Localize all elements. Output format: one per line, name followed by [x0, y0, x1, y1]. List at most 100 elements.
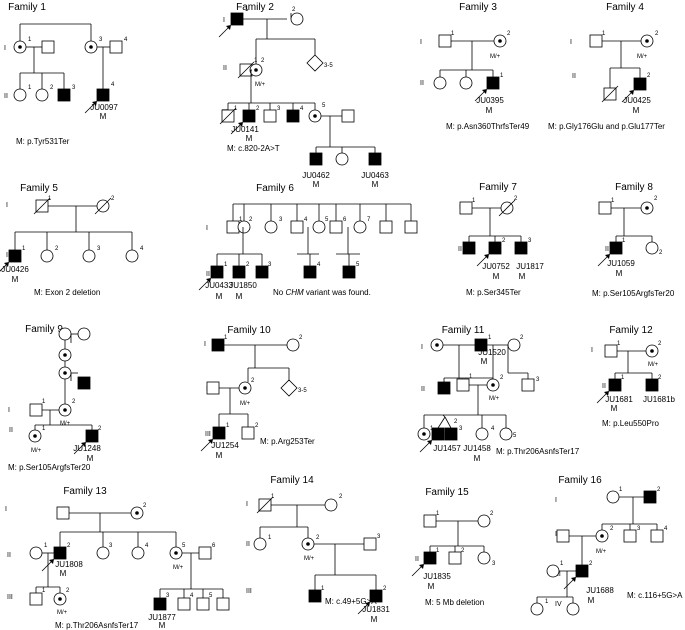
generation-label: II	[4, 93, 8, 100]
generation-label: I	[246, 501, 248, 508]
carrier-label: M/+	[60, 421, 71, 427]
carrier-dot	[18, 45, 22, 49]
affected-male	[575, 564, 589, 578]
carrier-dot	[89, 45, 93, 49]
carrier-label: M/+	[489, 396, 500, 402]
member-number: 2	[610, 526, 614, 532]
member-number: 3	[279, 217, 283, 223]
member-number: 2	[143, 503, 147, 509]
affected-male	[303, 265, 317, 279]
affected-male	[96, 88, 110, 102]
patient-id: JU1831	[362, 605, 390, 614]
generation-label: II	[458, 246, 462, 253]
unaffected-female	[13, 88, 27, 102]
affected-male	[212, 426, 226, 440]
patient-id: M	[588, 596, 595, 605]
pedigree-line	[474, 90, 486, 102]
member-number: 5	[209, 593, 213, 599]
family-title: Family 3	[459, 2, 497, 13]
note-part: variant was found.	[304, 288, 371, 297]
member-number: 1	[602, 31, 606, 37]
unaffected-male	[196, 597, 210, 611]
member-number: 4	[491, 426, 495, 432]
generation-label: II	[206, 271, 210, 278]
member-number: 6	[212, 543, 216, 549]
unaffected-male	[226, 220, 240, 234]
member-number: 1	[611, 198, 615, 204]
carrier-label: M/+	[255, 82, 266, 88]
patient-id: JU1817	[516, 262, 544, 271]
mutation-label: M: c.116+5G>A	[627, 591, 683, 600]
patient-id: M	[246, 134, 253, 143]
member-number: 2	[658, 341, 662, 347]
unaffected-male	[556, 529, 570, 543]
carrier-dot	[650, 349, 654, 353]
patient-id: M	[236, 292, 243, 301]
unaffected-male	[206, 381, 220, 395]
unaffected-female	[324, 498, 338, 512]
carrier-dot	[645, 39, 649, 43]
member-number: 1	[472, 198, 476, 204]
patient-id: JU0097	[90, 103, 118, 112]
affected-male	[286, 109, 300, 123]
proband-arrowhead	[365, 602, 370, 607]
unaffected-male	[29, 592, 43, 606]
member-number: 1	[560, 561, 564, 567]
member-number: 3	[536, 377, 540, 383]
affected-male	[633, 77, 647, 91]
member-number: 4	[190, 593, 194, 599]
member-number: 2	[520, 335, 524, 341]
generation-label: II	[7, 552, 11, 559]
affected-male	[8, 249, 22, 263]
patient-id: M	[486, 106, 493, 115]
patient-id: JU1248	[73, 444, 101, 453]
unaffected-female	[477, 551, 491, 565]
carrier-label: M/+	[648, 362, 659, 368]
affected-male	[232, 265, 246, 279]
pedigree-line	[200, 440, 212, 452]
member-number: 3	[492, 561, 496, 567]
member-number: 5	[513, 433, 517, 439]
patient-id: JU0425	[623, 96, 651, 105]
pedigree-line	[73, 443, 85, 455]
unaffected-female	[507, 338, 521, 352]
carrier-dot	[174, 551, 178, 555]
member-number: 6	[343, 217, 347, 223]
pedigree-line	[597, 255, 609, 267]
member-number: 1	[48, 196, 52, 202]
unaffected-female	[29, 546, 43, 560]
unaffected-male	[216, 597, 230, 611]
patient-id: JU0141	[231, 125, 259, 134]
carrier-dot	[498, 39, 502, 43]
generation-label: I	[570, 39, 572, 46]
member-number: 1	[42, 399, 46, 405]
unaffected-male	[598, 201, 612, 215]
patient-id: JU1458	[463, 444, 491, 453]
unaffected-male	[263, 109, 277, 123]
member-number: 1	[621, 375, 625, 381]
generation-label: I	[206, 225, 208, 232]
unaffected-female	[131, 546, 145, 560]
patient-id: JU1688	[586, 586, 614, 595]
family-title: Family 10	[227, 325, 271, 336]
affected-male	[309, 152, 323, 166]
unknown-sex-siblings	[306, 54, 324, 72]
pedigree-line	[198, 279, 210, 291]
patient-id: M	[481, 357, 488, 366]
member-number: 1	[617, 341, 621, 347]
mutation-label: M: p.Ser105ArgfsTer20	[8, 463, 91, 472]
unaffected-female	[286, 338, 300, 352]
affected-male	[242, 109, 256, 123]
unaffected-female	[125, 249, 139, 263]
unaffected-male	[41, 40, 55, 54]
family-title: Family 16	[558, 475, 602, 486]
pedigree-line	[596, 392, 608, 404]
generation-label: II	[572, 73, 576, 80]
member-number: 1	[42, 426, 46, 432]
family-title: Family 1	[8, 2, 46, 13]
affected-male	[486, 76, 500, 90]
affected-male	[488, 241, 502, 255]
unaffected-female	[499, 427, 513, 441]
